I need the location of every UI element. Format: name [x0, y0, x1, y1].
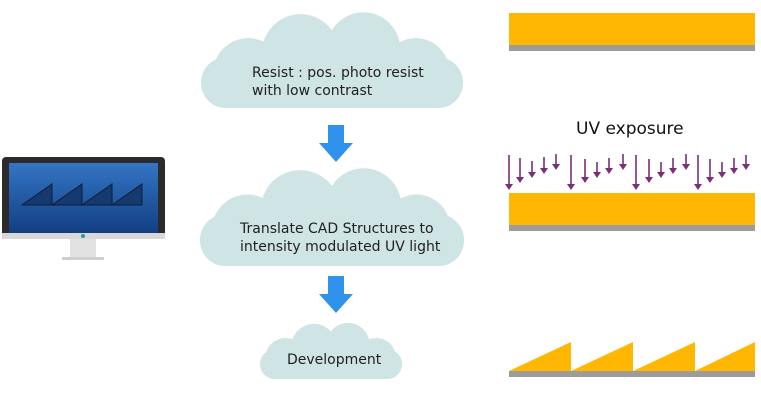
step1-line1: Resist : pos. photo resist — [252, 65, 424, 81]
uv-arrow-icon — [540, 157, 548, 174]
uv-arrow-icon — [593, 162, 601, 178]
uv-arrow-icon — [619, 154, 627, 170]
uv-arrow-icon — [505, 155, 513, 190]
down-arrow-icon — [319, 276, 353, 313]
flow-arrows — [319, 125, 353, 313]
uv-arrow-icon — [682, 154, 690, 170]
developed-profile — [509, 342, 755, 377]
resist-layer-top — [509, 13, 755, 51]
uv-arrow-icon — [605, 158, 613, 174]
uv-arrow-icon — [657, 162, 665, 178]
uv-arrow-icon — [581, 159, 589, 183]
cloud-step-resist — [201, 12, 463, 108]
uv-arrow-icon — [694, 155, 702, 190]
uv-arrow-icon — [552, 154, 560, 170]
cloud-step-translate — [200, 168, 464, 266]
resist-layer-exposed — [509, 193, 755, 231]
step2-line1: Translate CAD Structures to — [240, 221, 434, 237]
uv-arrow-icon — [742, 155, 750, 170]
cloud-step-development — [260, 322, 402, 380]
uv-exposure-arrows — [505, 154, 750, 190]
step3-label: Development — [287, 352, 382, 368]
step1-line2: with low contrast — [252, 83, 373, 99]
uv-arrow-icon — [516, 158, 524, 183]
down-arrow-icon — [319, 125, 353, 162]
uv-arrow-icon — [528, 161, 536, 178]
step2-line2: intensity modulated UV light — [240, 239, 441, 255]
uv-arrow-icon — [645, 159, 653, 183]
uv-arrow-icon — [706, 159, 714, 183]
uv-arrow-icon — [632, 155, 640, 190]
monitor-icon — [2, 157, 165, 260]
uv-arrow-icon — [730, 158, 738, 174]
uv-arrow-icon — [567, 155, 575, 190]
uv-exposure-label: UV exposure — [576, 119, 684, 139]
uv-arrow-icon — [718, 162, 726, 178]
uv-arrow-icon — [669, 158, 677, 174]
